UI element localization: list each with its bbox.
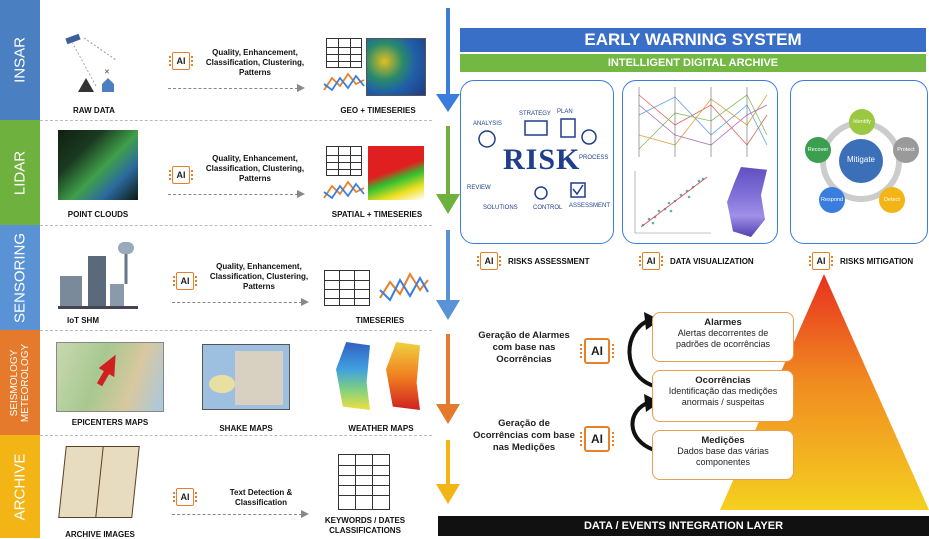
lidar-process-text: Quality, Enhancement, Classification, Cl… (205, 154, 305, 183)
risk-label: PLAN (557, 109, 573, 115)
cycle-node-identify: Identify (849, 109, 875, 135)
alarmes-box: Alarmes Alertas decorrentes de padrões d… (652, 312, 794, 362)
spatial-timeseries-label: SPATIAL + TIMESERIES (331, 210, 423, 219)
intelligent-archive-subtitle: INTELLIGENT DIGITAL ARCHIVE (607, 57, 779, 69)
keywords-classifications-label: KEYWORDS / DATES CLASSIFICATIONS (324, 516, 406, 535)
risk-label: ASSESSMENT (569, 203, 611, 209)
band-sensoring: SENSORING (0, 225, 40, 330)
risks-assessment-caption: RISKS ASSESSMENT (508, 257, 590, 266)
ai-chip-icon: AI (173, 488, 197, 506)
timeseries-icon (379, 271, 429, 302)
ocorrencias-title: Ocorrências (695, 375, 751, 386)
ai-chip-icon: AI (809, 252, 833, 270)
ai-chip-icon: AI (639, 252, 663, 270)
satellite-radar-icon: ✕ (65, 33, 117, 92)
insar-process-text: Quality, Enhancement, Classification, Cl… (205, 48, 305, 77)
risk-label: ANALYSIS (473, 121, 502, 127)
row-divider (40, 225, 432, 226)
band-archive: ARCHIVE (0, 435, 40, 538)
sensoring-process-arrow (172, 298, 309, 306)
epicenters-maps-label: EPICENTERS MAPS (71, 418, 149, 427)
mitigate-center-label: Mitigate (846, 155, 875, 164)
risk-label: SOLUTIONS (483, 205, 518, 211)
ocorrencias-box: Ocorrências Identificação das medições a… (652, 370, 794, 422)
ai-chip-icon: AI (580, 426, 614, 452)
archive-process-arrow (172, 510, 309, 518)
table-icon (326, 38, 362, 68)
archive-process-text: Text Detection & Classification (229, 488, 293, 507)
cycle-node-protect: Protect (893, 137, 919, 163)
timeseries-icon (323, 180, 365, 200)
cycle-node-detect: Detect (879, 187, 905, 213)
shake-maps-label: SHAKE MAPS (219, 424, 273, 433)
risk-label: STRATEGY (519, 111, 551, 117)
risk-doodle-icons (478, 118, 597, 200)
risk-word: RISK (503, 143, 581, 176)
ai-chip-icon: AI (169, 166, 193, 184)
data-visualization-card (622, 80, 778, 244)
risk-mitigation-card: Mitigate Identify Protect Detect Respond… (790, 80, 928, 244)
alarmes-title: Alarmes (704, 317, 742, 328)
vertical-flow-arrows (436, 8, 460, 504)
epicenters-map-image (56, 342, 164, 412)
parallel-coordinates-chart (638, 87, 768, 157)
epicenter-marker-icon (96, 354, 116, 387)
alarm-generation-label: Geração de Alarmes com base nas Ocorrênc… (478, 330, 570, 365)
table-icon (324, 270, 370, 306)
scatter-plot-chart (634, 171, 711, 234)
row-divider (40, 120, 432, 121)
risk-label: CONTROL (533, 205, 563, 211)
ai-chip-icon: AI (477, 252, 501, 270)
lidar-spatial-model (368, 146, 424, 200)
medicoes-box: Medições Dados base das várias component… (652, 430, 794, 480)
early-warning-title-bar: EARLY WARNING SYSTEM (460, 28, 926, 52)
weather-maps-label: WEATHER MAPS (348, 424, 414, 433)
risk-label: REVIEW (467, 185, 491, 191)
point-clouds-label: POINT CLOUDS (67, 210, 129, 219)
raw-data-label: RAW DATA (73, 106, 115, 115)
svg-text:✕: ✕ (104, 68, 110, 76)
ai-chip-icon: AI (169, 52, 193, 70)
row-divider (40, 435, 432, 436)
weather-map-left (336, 342, 370, 410)
timeseries-label: TIMESERIES (355, 316, 405, 325)
occurrence-generation-label: Geração de Ocorrências com base nas Medi… (473, 418, 575, 453)
insar-geo-map (366, 38, 426, 96)
ocorrencias-text: Identificação das medições anormais / su… (668, 386, 778, 407)
timeseries-icon (323, 72, 365, 92)
band-seismology-meteorology: SEISMOLOGY METEOROLOGY (0, 330, 40, 435)
integration-layer-label: DATA / EVENTS INTEGRATION LAYER (583, 520, 784, 532)
table-icon (338, 454, 390, 510)
data-visualization-caption: DATA VISUALIZATION (670, 257, 754, 266)
iot-shm-icon (58, 242, 138, 309)
risk-label: PROCESS (579, 155, 609, 161)
medicoes-title: Medições (701, 435, 745, 446)
shake-map-image (202, 344, 290, 410)
early-warning-title: EARLY WARNING SYSTEM (584, 30, 802, 49)
ai-chip-icon: AI (173, 272, 197, 290)
alarmes-text: Alertas decorrentes de padrões de ocorrê… (675, 328, 771, 349)
archive-images-label: ARCHIVE IMAGES (65, 530, 135, 539)
intelligent-archive-bar: INTELLIGENT DIGITAL ARCHIVE (460, 54, 926, 72)
archive-book-image (58, 446, 140, 518)
medicoes-text: Dados base das várias componentes (677, 446, 769, 467)
table-icon (326, 146, 362, 176)
portugal-choropleth-map (727, 167, 767, 237)
cycle-node-recover: Recover (805, 137, 831, 163)
ai-chip-icon: AI (580, 338, 614, 364)
point-cloud-image (58, 130, 138, 200)
risks-mitigation-caption: RISKS MITIGATION (840, 257, 914, 266)
insar-process-arrow (168, 84, 305, 92)
iot-shm-label: IoT SHM (67, 316, 99, 325)
lidar-process-arrow (168, 190, 305, 198)
integration-layer-bar: DATA / EVENTS INTEGRATION LAYER (438, 516, 929, 536)
band-lidar: LIDAR (0, 120, 40, 225)
geo-timeseries-label: GEO + TIMESERIES (340, 106, 416, 115)
sensoring-process-text: Quality, Enhancement, Classification, Cl… (209, 262, 309, 291)
row-divider (40, 330, 432, 331)
band-insar: INSAR (0, 0, 40, 120)
weather-map-right (386, 342, 420, 410)
risk-assessment-card: RISK ANALYSIS STRATEGY PLAN PROCESS REVI… (460, 80, 614, 244)
cycle-node-respond: Respond (819, 187, 845, 213)
